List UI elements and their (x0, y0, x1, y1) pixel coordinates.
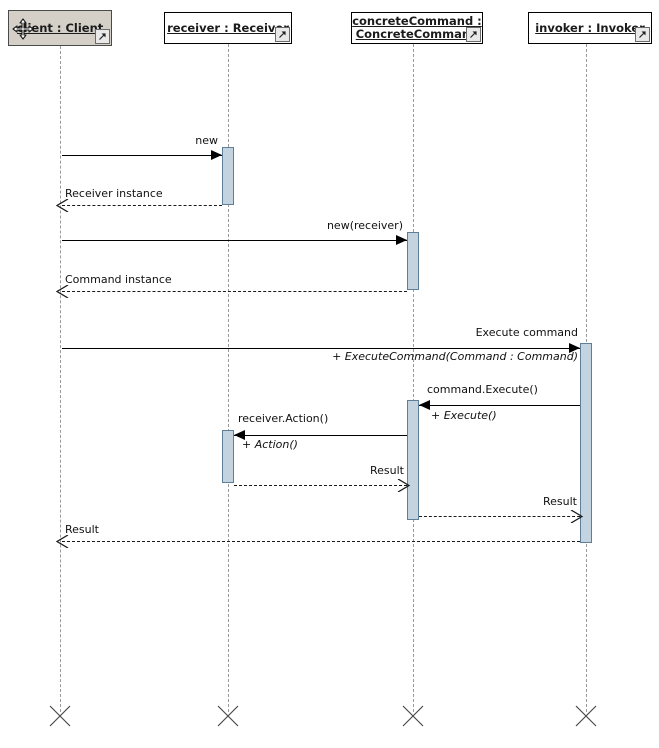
message-label-result-client: Result (65, 523, 99, 536)
activation-bar-receiver-action[interactable] (222, 430, 234, 483)
message-label-command-execute: command.Execute() (427, 383, 538, 396)
arrowhead-execute-command (569, 343, 580, 353)
lifeline-label-client: client : Client (16, 21, 104, 35)
activation-bar-receiver-new[interactable] (222, 147, 234, 205)
message-label-new: new (195, 134, 218, 147)
open-diagram-icon[interactable] (95, 29, 110, 44)
activation-bar-concretecommand-execute[interactable] (407, 400, 419, 520)
lifeline-termination-invoker[interactable] (575, 705, 597, 727)
arrowhead-result-concretecommand (569, 510, 583, 523)
message-label-execute-command: Execute command (475, 326, 578, 339)
message-line-command-instance[interactable] (62, 291, 407, 292)
arrowhead-new-receiver (396, 235, 407, 245)
lifeline-header-concretecommand[interactable]: concreteCommand : ConcreteCommand (351, 12, 483, 44)
message-line-new-receiver[interactable] (62, 240, 407, 241)
lifeline-axis-concreteCommand (413, 44, 414, 712)
lifeline-label-concretecommand-line2: ConcreteCommand (355, 27, 479, 41)
message-line-command-execute[interactable] (419, 405, 580, 406)
message-label-result-receiver: Result (370, 464, 404, 477)
open-diagram-icon[interactable] (635, 27, 650, 42)
message-line-receiver-instance[interactable] (62, 205, 222, 206)
lifeline-header-client[interactable]: client : Client (8, 10, 112, 46)
message-line-result-client[interactable] (62, 541, 580, 542)
lifeline-label-concretecommand: concreteCommand : ConcreteCommand (352, 15, 482, 41)
activation-bar-invoker-execute[interactable] (580, 343, 592, 543)
lifeline-axis-receiver (228, 44, 229, 712)
arrowhead-result-receiver (396, 479, 410, 492)
message-line-new[interactable] (62, 155, 222, 156)
activation-bar-concretecommand-new[interactable] (407, 232, 419, 290)
lifeline-label-concretecommand-line1: concreteCommand : (352, 15, 482, 28)
lifeline-termination-receiver[interactable] (217, 705, 239, 727)
lifeline-termination-concretecommand[interactable] (402, 705, 424, 727)
lifeline-label-invoker: invoker : Invoker (535, 21, 645, 35)
message-label-new-receiver: new(receiver) (326, 219, 403, 232)
open-diagram-icon[interactable] (275, 27, 290, 42)
arrowhead-receiver-instance (56, 199, 69, 212)
message-operation-receiver-action: + Action() (242, 438, 298, 451)
arrowhead-new (211, 150, 222, 160)
lifeline-header-invoker[interactable]: invoker : Invoker (528, 12, 652, 44)
lifeline-axis-client (60, 46, 61, 712)
arrowhead-receiver-action (234, 430, 245, 440)
message-label-command-instance: Command instance (65, 273, 172, 286)
message-operation-command-execute: + Execute() (431, 409, 497, 422)
message-line-result-receiver[interactable] (234, 485, 407, 486)
lifeline-termination-client[interactable] (49, 705, 71, 727)
message-line-execute-command[interactable] (62, 348, 580, 349)
message-line-result-concretecommand[interactable] (419, 516, 580, 517)
lifeline-label-receiver: receiver : Receiver (167, 21, 289, 35)
open-diagram-icon[interactable] (466, 27, 481, 42)
message-label-receiver-action: receiver.Action() (238, 412, 329, 425)
message-operation-execute-command: + ExecuteCommand(Command : Command) (332, 350, 578, 363)
arrowhead-command-instance (56, 285, 69, 298)
arrowhead-command-execute (419, 400, 430, 410)
message-line-receiver-action[interactable] (234, 435, 407, 436)
lifeline-header-receiver[interactable]: receiver : Receiver (164, 12, 292, 44)
message-label-result-concretecommand: Result (543, 495, 577, 508)
message-label-receiver-instance: Receiver instance (65, 187, 163, 200)
arrowhead-result-client (56, 535, 69, 548)
